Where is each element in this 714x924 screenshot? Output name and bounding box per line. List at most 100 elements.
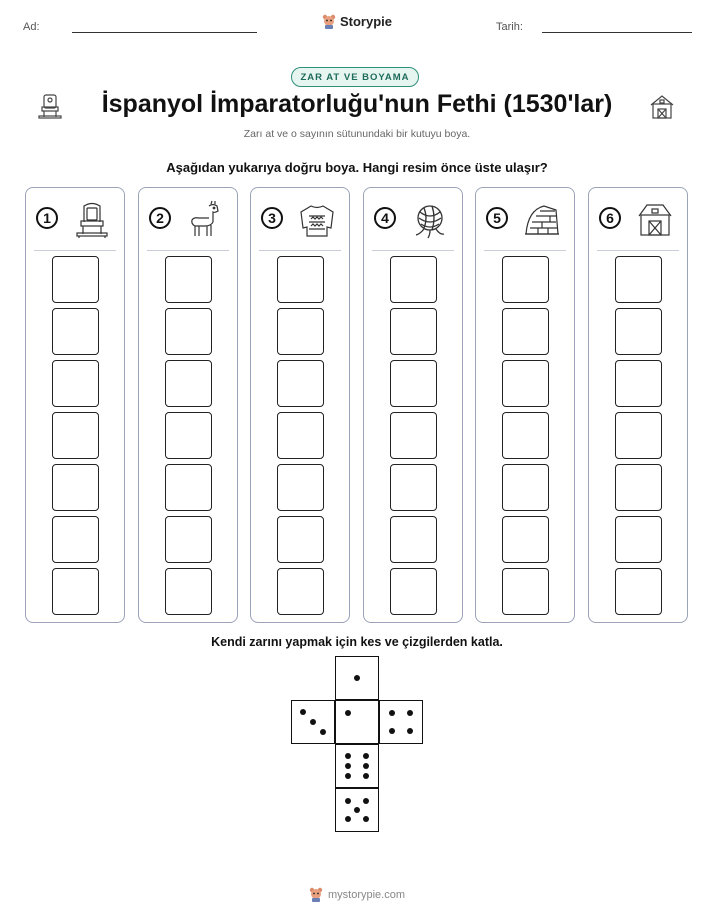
pip	[345, 773, 351, 779]
pip	[354, 675, 360, 681]
page-title: İspanyol İmparatorluğu'nun Fethi (1530'l…	[101, 90, 613, 118]
pip	[363, 798, 369, 804]
color-box[interactable]	[52, 412, 99, 459]
color-box[interactable]	[615, 256, 662, 303]
column-4: 4	[363, 187, 463, 623]
cut-instruction: Kendi zarını yapmak için kes ve çizgiler…	[211, 635, 503, 649]
color-box[interactable]	[277, 308, 324, 355]
column-3: 3	[250, 187, 350, 623]
color-box[interactable]	[165, 360, 212, 407]
color-box[interactable]	[277, 412, 324, 459]
pip	[363, 773, 369, 779]
color-box[interactable]	[502, 412, 549, 459]
name-label: Ad:	[23, 21, 40, 33]
color-box[interactable]	[502, 464, 549, 511]
activity-badge: ZAR AT VE BOYAMA	[291, 67, 419, 87]
subtitle: Zarı at ve o sayının sütunundaki bir kut…	[243, 128, 471, 140]
color-box[interactable]	[390, 412, 437, 459]
llama-icon	[191, 200, 219, 236]
pip	[300, 709, 306, 715]
color-box[interactable]	[615, 412, 662, 459]
color-box[interactable]	[52, 308, 99, 355]
color-box[interactable]	[390, 308, 437, 355]
pip	[345, 798, 351, 804]
throne-icon	[76, 202, 108, 238]
footer-bear-icon	[309, 887, 323, 902]
color-box[interactable]	[615, 360, 662, 407]
footer-url[interactable]: mystorypie.com	[327, 888, 406, 901]
pip	[363, 753, 369, 759]
color-box[interactable]	[165, 412, 212, 459]
color-box[interactable]	[52, 568, 99, 615]
color-box[interactable]	[502, 568, 549, 615]
pip	[345, 710, 351, 716]
footer: mystorypie.com	[0, 887, 714, 902]
column-number: 5	[486, 207, 508, 229]
color-box[interactable]	[165, 308, 212, 355]
color-box[interactable]	[502, 308, 549, 355]
pip	[363, 816, 369, 822]
color-box[interactable]	[615, 568, 662, 615]
die-face-3	[291, 700, 335, 744]
pip	[345, 816, 351, 822]
logo-bear-icon	[322, 14, 336, 29]
color-box[interactable]	[277, 516, 324, 563]
column-divider	[484, 250, 566, 251]
pip	[389, 728, 395, 734]
die-face-5	[335, 788, 379, 832]
name-line[interactable]	[72, 32, 257, 33]
color-box[interactable]	[52, 464, 99, 511]
column-divider	[597, 250, 679, 251]
color-box[interactable]	[277, 568, 324, 615]
color-box[interactable]	[390, 516, 437, 563]
column-5: 5	[475, 187, 575, 623]
die-face-1	[335, 700, 379, 744]
pip	[389, 710, 395, 716]
storypie-logo: Storypie	[0, 14, 714, 29]
color-box[interactable]	[502, 256, 549, 303]
die-face-1	[335, 656, 379, 700]
color-box[interactable]	[502, 360, 549, 407]
igloo-icon	[525, 205, 559, 235]
pip	[407, 710, 413, 716]
color-box[interactable]	[52, 360, 99, 407]
column-divider	[34, 250, 116, 251]
coloring-instruction: Aşağıdan yukarıya doğru boya. Hangi resi…	[166, 160, 548, 175]
color-box[interactable]	[165, 256, 212, 303]
pip	[407, 728, 413, 734]
die-face-4	[379, 700, 423, 744]
color-box[interactable]	[615, 308, 662, 355]
color-box[interactable]	[390, 360, 437, 407]
column-1: 1	[25, 187, 125, 623]
column-divider	[259, 250, 341, 251]
color-box[interactable]	[277, 464, 324, 511]
throne-title-icon	[38, 94, 62, 119]
column-number: 6	[599, 207, 621, 229]
color-box[interactable]	[52, 256, 99, 303]
date-line[interactable]	[542, 32, 692, 33]
color-box[interactable]	[615, 464, 662, 511]
die-face-6	[335, 744, 379, 788]
color-box[interactable]	[615, 516, 662, 563]
color-box[interactable]	[390, 568, 437, 615]
column-divider	[372, 250, 454, 251]
color-box[interactable]	[165, 568, 212, 615]
logo-text: Storypie	[339, 14, 392, 29]
column-number: 2	[149, 207, 171, 229]
pip	[345, 763, 351, 769]
color-box[interactable]	[52, 516, 99, 563]
color-box[interactable]	[390, 256, 437, 303]
column-number: 4	[374, 207, 396, 229]
pip	[310, 719, 316, 725]
color-box[interactable]	[390, 464, 437, 511]
color-box[interactable]	[502, 516, 549, 563]
color-box[interactable]	[165, 464, 212, 511]
pip	[363, 763, 369, 769]
date-label: Tarih:	[496, 21, 523, 33]
color-box[interactable]	[277, 360, 324, 407]
color-box[interactable]	[277, 256, 324, 303]
color-box[interactable]	[165, 516, 212, 563]
column-divider	[147, 250, 229, 251]
pip	[320, 729, 326, 735]
pip	[345, 753, 351, 759]
